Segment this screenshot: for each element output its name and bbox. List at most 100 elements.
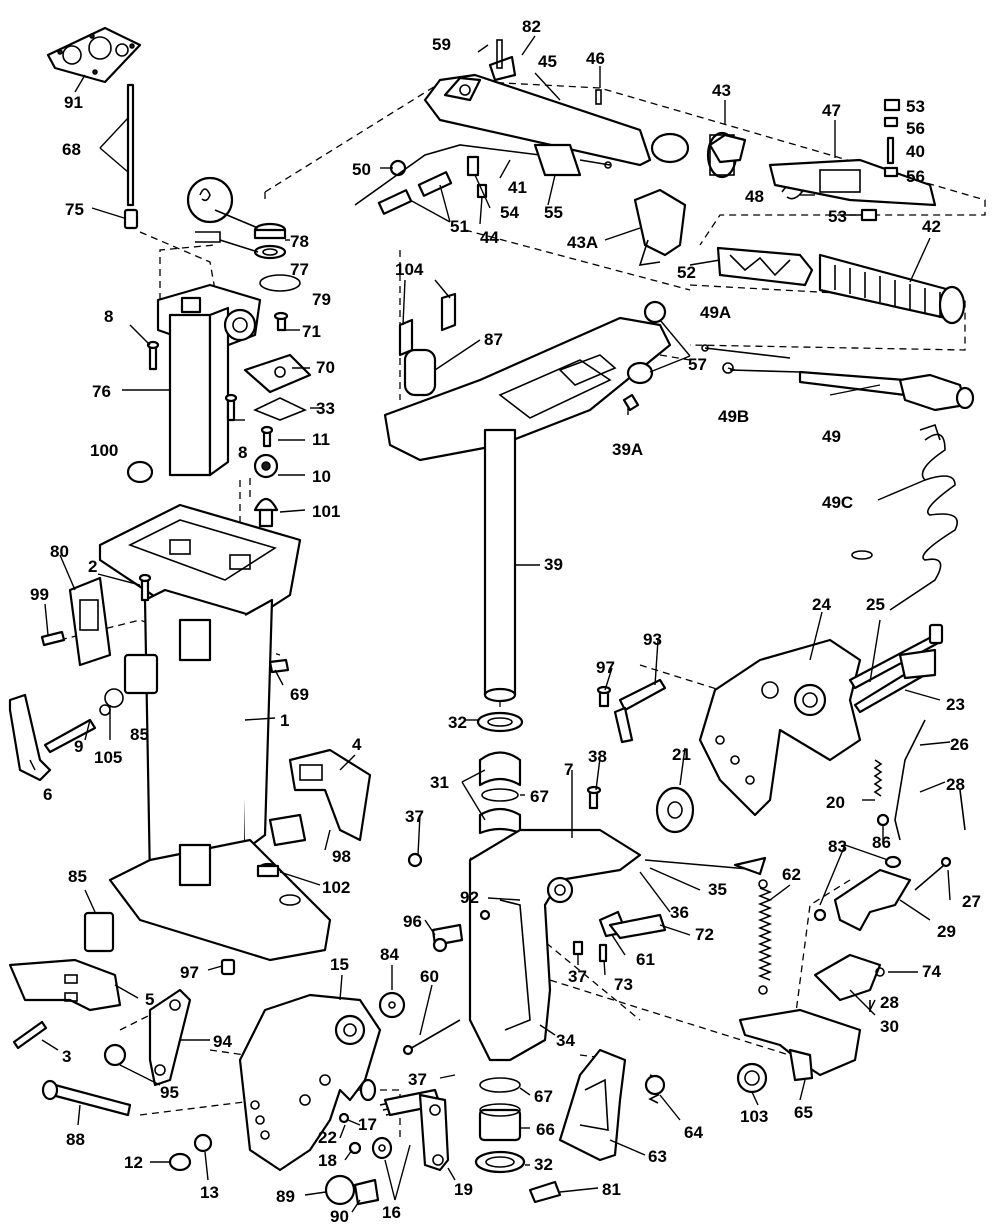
callout-84: 84 bbox=[380, 945, 399, 964]
callout-18: 18 bbox=[318, 1151, 337, 1170]
callout-64: 64 bbox=[684, 1123, 703, 1142]
callout-63: 63 bbox=[648, 1147, 667, 1166]
callout-77: 77 bbox=[290, 260, 309, 279]
callout-33: 33 bbox=[316, 399, 335, 418]
callout-52: 52 bbox=[677, 263, 696, 282]
callout-39: 39 bbox=[544, 555, 563, 574]
callout-88: 88 bbox=[66, 1130, 85, 1149]
callout-56: 56 bbox=[906, 119, 925, 138]
callout-26: 26 bbox=[950, 735, 969, 754]
callout-59: 59 bbox=[432, 35, 451, 54]
callout-28-lower: 28 bbox=[880, 993, 899, 1012]
swivel-bracket-upper bbox=[383, 292, 672, 703]
callout-73: 73 bbox=[614, 975, 633, 994]
callout-43A: 43A bbox=[567, 233, 598, 252]
callout-13: 13 bbox=[200, 1183, 219, 1202]
callout-57: 57 bbox=[688, 355, 707, 374]
callout-97: 97 bbox=[596, 658, 615, 677]
callout-9: 9 bbox=[74, 737, 83, 756]
callout-34: 34 bbox=[556, 1031, 575, 1050]
callout-5: 5 bbox=[145, 990, 154, 1009]
callout-83: 83 bbox=[828, 837, 847, 856]
callout-2: 2 bbox=[88, 557, 97, 576]
callout-41: 41 bbox=[508, 178, 527, 197]
adapter-housing-part-76 bbox=[156, 283, 262, 477]
callout-71: 71 bbox=[302, 322, 321, 341]
callout-46: 46 bbox=[586, 49, 605, 68]
callout-30: 30 bbox=[880, 1017, 899, 1036]
callout-49A: 49A bbox=[700, 303, 731, 322]
callout-17: 17 bbox=[358, 1115, 377, 1134]
callout-16: 16 bbox=[382, 1203, 401, 1222]
swivel-bushings bbox=[474, 711, 526, 1174]
callout-28: 28 bbox=[946, 775, 965, 794]
callout-39A: 39A bbox=[612, 440, 643, 459]
callout-87: 87 bbox=[484, 330, 503, 349]
callout-82: 82 bbox=[522, 17, 541, 36]
callout-72: 72 bbox=[695, 925, 714, 944]
callout-48: 48 bbox=[745, 187, 764, 206]
callout-85: 85 bbox=[130, 725, 149, 744]
callout-42: 42 bbox=[922, 217, 941, 236]
lower-bracket-63 bbox=[528, 1048, 666, 1204]
callout-54: 54 bbox=[500, 203, 519, 222]
callout-102: 102 bbox=[322, 878, 350, 897]
callout-45: 45 bbox=[538, 52, 557, 71]
throttle-grip-inner-parts bbox=[633, 98, 937, 266]
callout-92: 92 bbox=[460, 888, 479, 907]
callout-74: 74 bbox=[922, 962, 941, 981]
callout-89: 89 bbox=[276, 1187, 295, 1206]
callout-7: 7 bbox=[564, 760, 573, 779]
callout-95: 95 bbox=[160, 1083, 179, 1102]
callout-27: 27 bbox=[962, 892, 981, 911]
callout-103: 103 bbox=[740, 1107, 768, 1126]
callout-70: 70 bbox=[316, 358, 335, 377]
tilt-lock-parts bbox=[736, 855, 952, 1094]
callout-47: 47 bbox=[822, 101, 841, 120]
leader-lines bbox=[29, 35, 951, 1213]
callout-76: 76 bbox=[92, 382, 111, 401]
handle-grip-parts bbox=[716, 246, 966, 325]
callout-37-lower: 37 bbox=[408, 1070, 427, 1089]
callout-40: 40 bbox=[906, 142, 925, 161]
callout-86: 86 bbox=[872, 833, 891, 852]
callout-97-lower: 97 bbox=[180, 963, 199, 982]
callout-15: 15 bbox=[330, 955, 349, 974]
callout-99: 99 bbox=[30, 585, 49, 604]
lower-left-parts bbox=[8, 911, 236, 1172]
callout-55: 55 bbox=[544, 203, 563, 222]
callout-6: 6 bbox=[43, 785, 52, 804]
stern-bracket-left-15 bbox=[238, 993, 382, 1172]
callout-44: 44 bbox=[480, 228, 499, 247]
callout-1: 1 bbox=[280, 711, 289, 730]
callout-31: 31 bbox=[430, 773, 449, 792]
small-parts-upper-left bbox=[126, 311, 312, 528]
callout-37-mid: 37 bbox=[568, 967, 587, 986]
callout-32-lower: 32 bbox=[534, 1155, 553, 1174]
callout-65: 65 bbox=[794, 1103, 813, 1122]
callout-104: 104 bbox=[395, 260, 424, 279]
callout-20: 20 bbox=[826, 793, 845, 812]
callout-24: 24 bbox=[812, 595, 831, 614]
tilt-support-parts bbox=[324, 1088, 450, 1206]
callout-22: 22 bbox=[318, 1128, 337, 1147]
callout-90: 90 bbox=[330, 1207, 349, 1226]
callout-53-lower: 53 bbox=[828, 207, 847, 226]
callout-78: 78 bbox=[290, 232, 309, 251]
swivel-bracket-lower-34 bbox=[407, 828, 767, 1062]
callout-66: 66 bbox=[536, 1120, 555, 1139]
callout-36: 36 bbox=[670, 903, 689, 922]
callout-32: 32 bbox=[448, 713, 467, 732]
callout-38: 38 bbox=[588, 747, 607, 766]
callout-60: 60 bbox=[420, 967, 439, 986]
callout-62: 62 bbox=[782, 865, 801, 884]
stop-switch-parts bbox=[701, 344, 975, 611]
callout-79: 79 bbox=[312, 290, 331, 309]
callout-12: 12 bbox=[124, 1153, 143, 1172]
gasket-part-91 bbox=[46, 26, 142, 84]
bushing-part-75 bbox=[123, 208, 139, 230]
callout-43: 43 bbox=[712, 81, 731, 100]
callout-96: 96 bbox=[403, 912, 422, 931]
